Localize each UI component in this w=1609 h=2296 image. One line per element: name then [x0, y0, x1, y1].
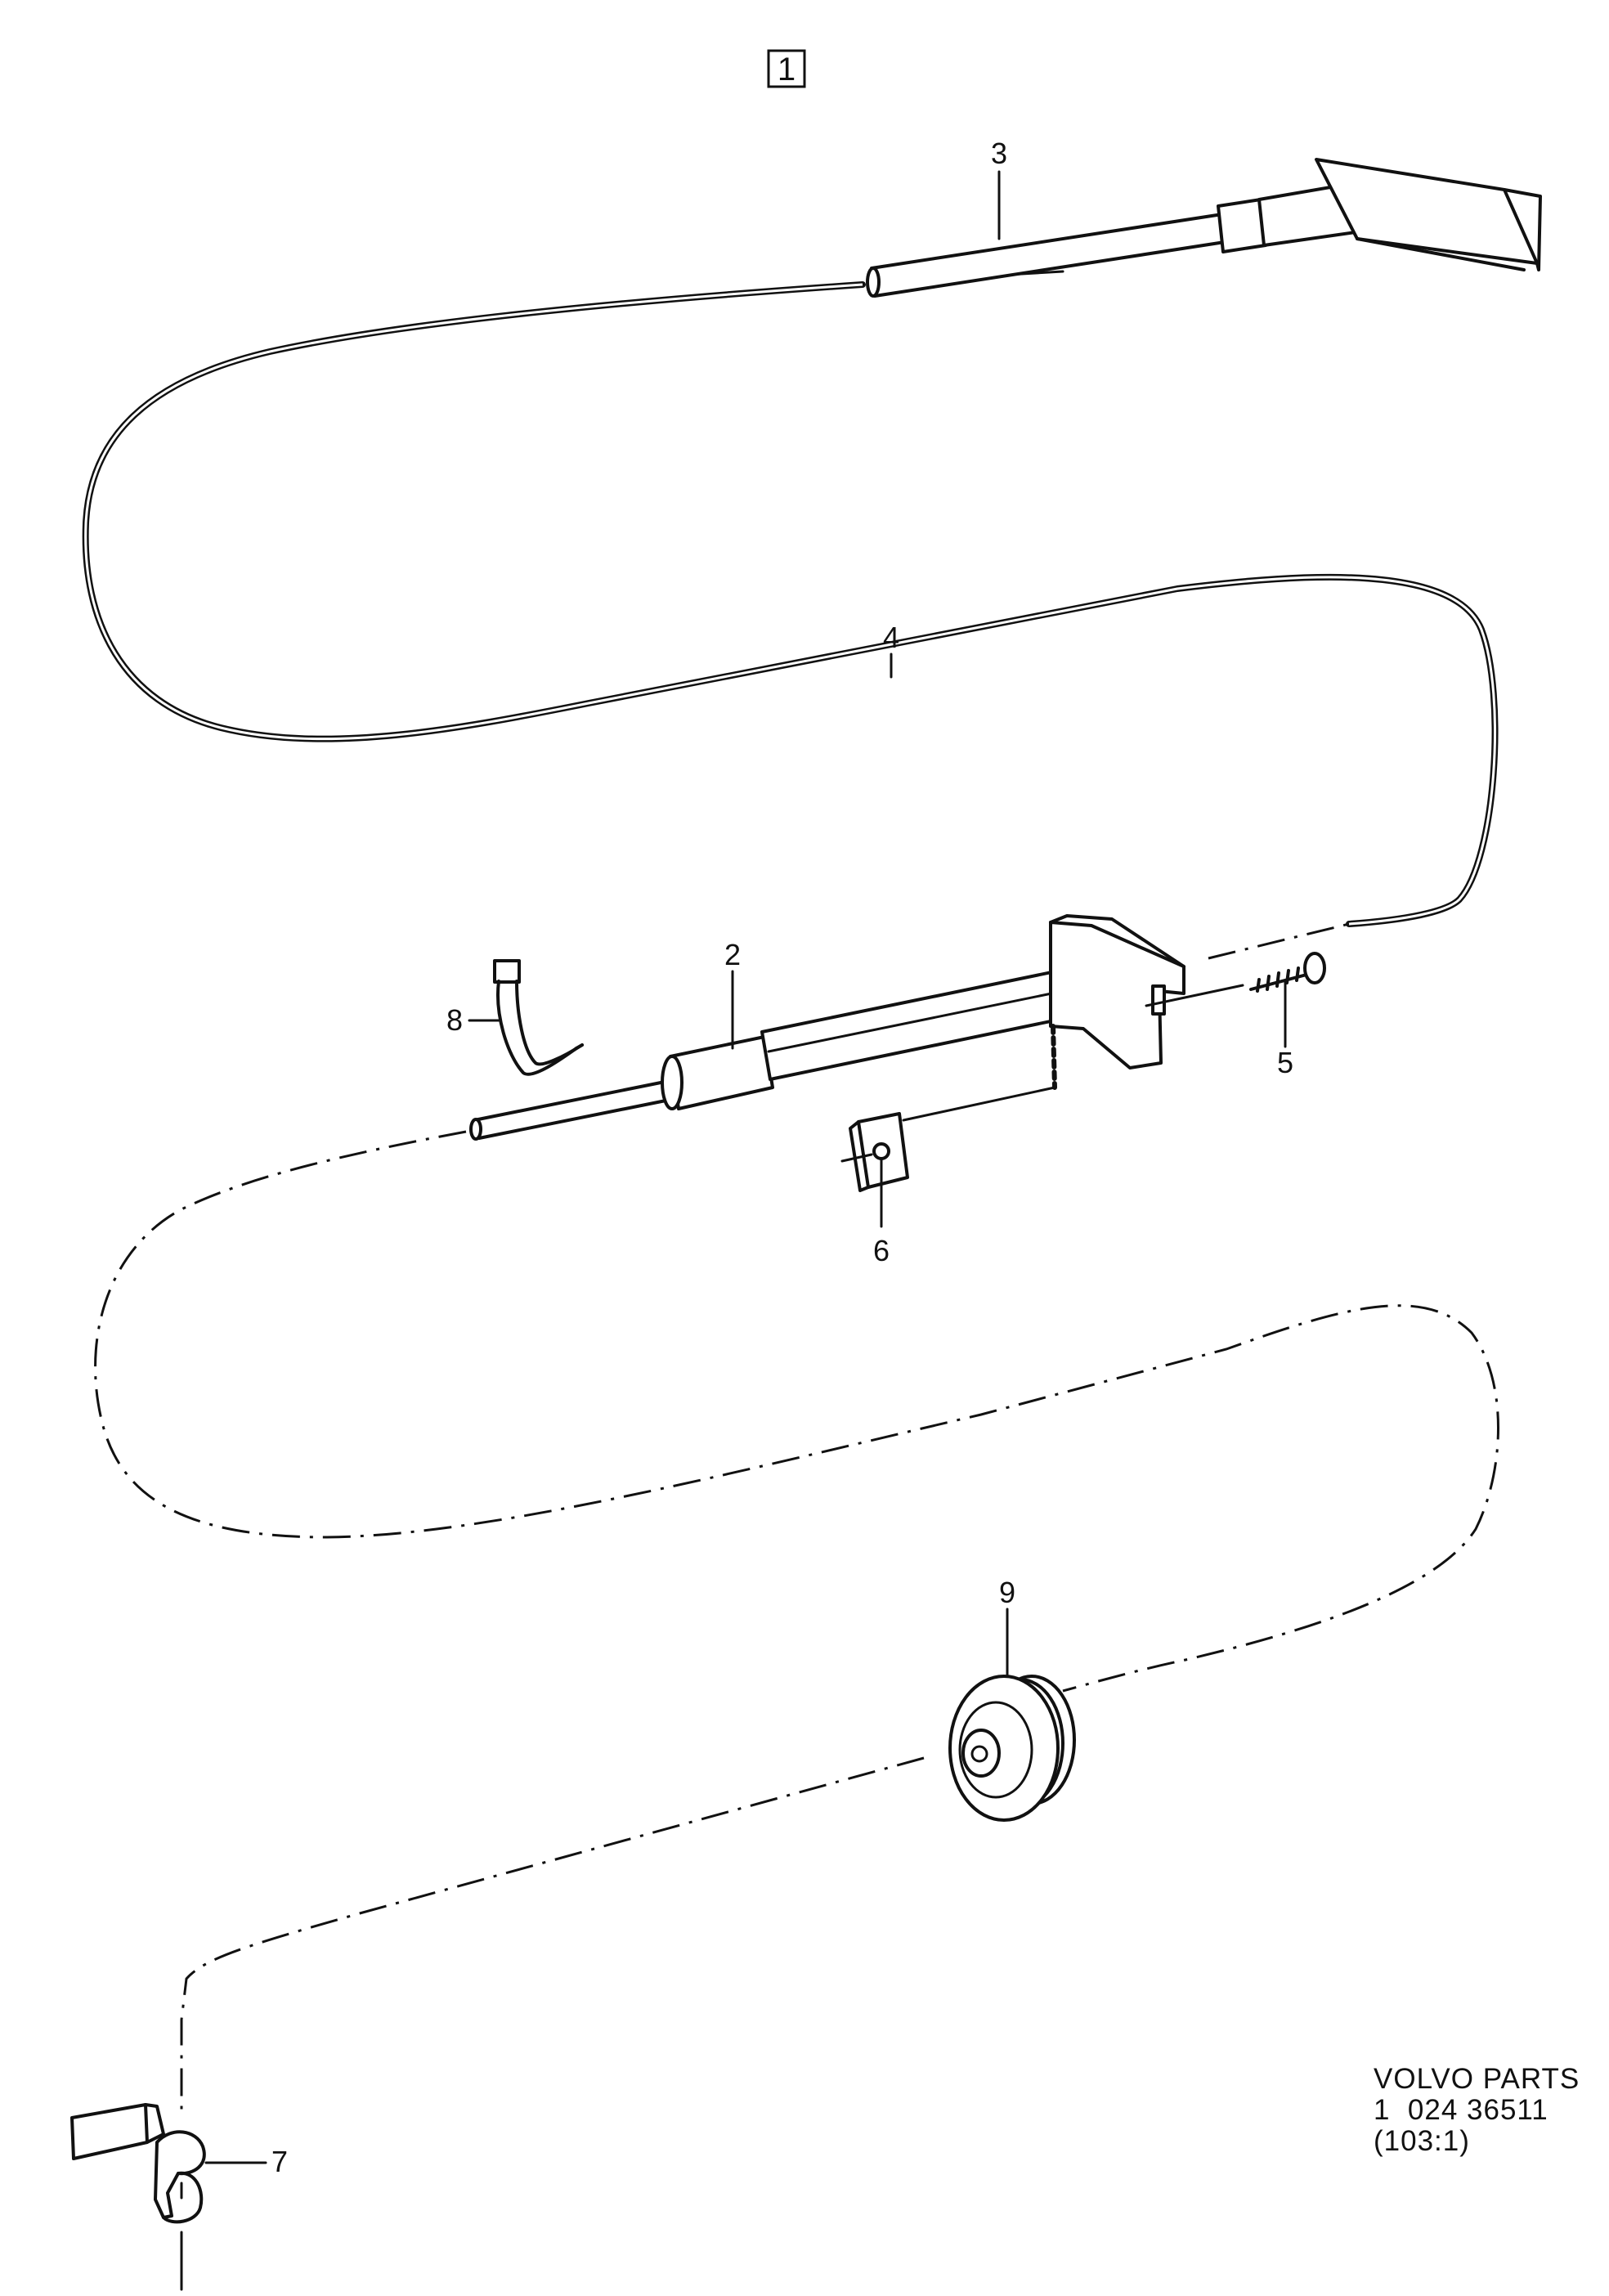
- clip-nut-axis: [840, 1153, 873, 1163]
- cable-tie-tip: [575, 1043, 584, 1050]
- clamp-tab-edge: [144, 2103, 165, 2144]
- bracket-plate: [1049, 921, 1185, 1070]
- cable-handle-assembly: [866, 158, 1542, 298]
- callout-5: 5: [1277, 1046, 1293, 1079]
- reference-line-1: VOLVO PARTS: [1374, 2063, 1580, 2095]
- clip-nut: [840, 1112, 909, 1228]
- cable-loop: [82, 281, 1499, 927]
- cable-housing-tube-end: [866, 267, 881, 298]
- clamp: [70, 2103, 267, 2224]
- screw-head: [1303, 952, 1326, 984]
- phantom-routing: [94, 922, 1499, 2291]
- clip-position-line: [1051, 1024, 1057, 1090]
- reference-line-2: 1 024 36511: [1374, 2094, 1548, 2126]
- clip-nut-hole: [872, 1142, 890, 1160]
- clamp-tab: [70, 2103, 149, 2160]
- callout-6: 6: [873, 1234, 890, 1267]
- cable-tie-strap-a: [496, 980, 578, 1076]
- control-rod-end: [469, 1118, 482, 1141]
- front-sleeve: [669, 1035, 774, 1110]
- grommet-hub: [961, 1729, 1001, 1778]
- callout-4: 4: [883, 621, 899, 654]
- screw: [1145, 952, 1326, 1048]
- bracket-plate-top: [1049, 914, 1185, 968]
- front-sleeve-end: [661, 1055, 683, 1110]
- parts-reference: VOLVO PARTS 1 024 36511 (103:1): [1374, 2063, 1580, 2157]
- callout-7: 7: [271, 2145, 288, 2178]
- control-rod: [473, 1076, 692, 1140]
- grommet-front-rim: [948, 1675, 1060, 1822]
- callout-8: 8: [446, 1003, 463, 1037]
- handle-plate: [1315, 158, 1539, 265]
- cable-tie-strap-b: [515, 980, 584, 1066]
- phantom-connector: [1208, 922, 1350, 960]
- callout-3: 3: [991, 137, 1007, 170]
- grommet: [948, 1608, 1076, 1822]
- screw-thread: [1249, 966, 1308, 993]
- group-number-label: 1: [778, 52, 796, 87]
- cable-tie: [493, 959, 584, 1076]
- main-tube-line: [767, 984, 1093, 1053]
- cable-tie-head: [493, 959, 521, 984]
- group-number-box: 1: [767, 49, 806, 88]
- callout-2: 2: [724, 938, 741, 971]
- clamp-body: [154, 2130, 206, 2219]
- bracket-slot: [1151, 984, 1166, 1016]
- screw-leader-line: [1145, 984, 1244, 1007]
- clip-nut-fold: [849, 1120, 870, 1192]
- clip-leader: [902, 1086, 1056, 1122]
- reference-line-3: (103:1): [1374, 2125, 1470, 2157]
- cable-housing-assembly: [469, 914, 1185, 1141]
- callout-9: 9: [999, 1576, 1015, 1609]
- grommet-face: [958, 1701, 1033, 1799]
- handle-plate-edge: [1503, 188, 1542, 271]
- clamp-loop: [162, 2171, 204, 2224]
- grommet-hole: [970, 1745, 988, 1763]
- cable-housing-tube: [870, 213, 1226, 298]
- handle-plate-bottom: [1356, 237, 1526, 271]
